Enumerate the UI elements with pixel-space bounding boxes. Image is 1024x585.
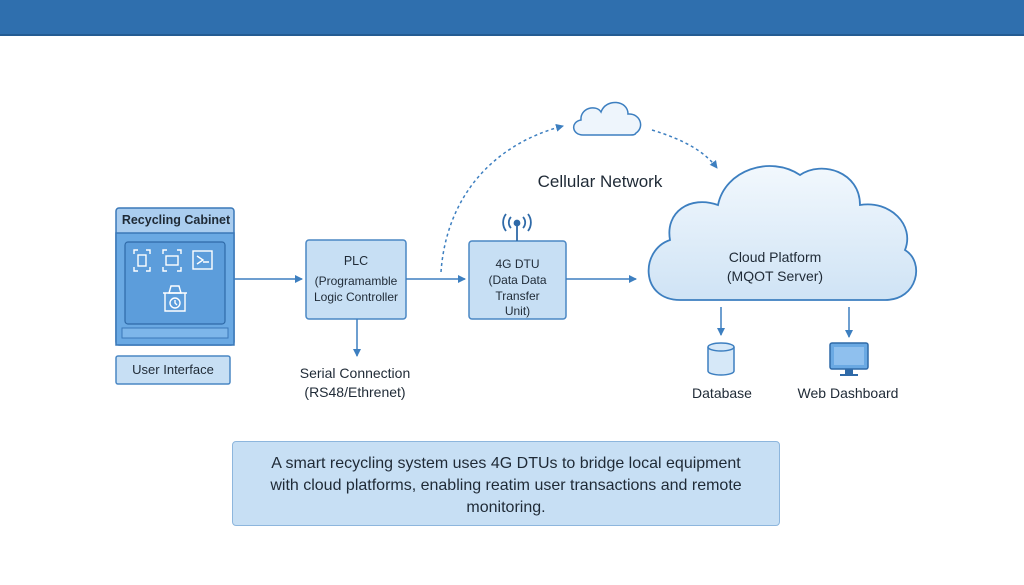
card-reader-icon xyxy=(162,249,182,272)
dashed-arrow-to-cloud xyxy=(651,129,718,169)
caption-box xyxy=(232,441,780,526)
plc-title: PLC xyxy=(343,254,369,268)
qr-scanner-icon xyxy=(133,249,151,272)
dashed-arrow-to-cellular xyxy=(440,123,564,273)
database-label: Database xyxy=(692,385,752,401)
dtu-title: 4G DTU xyxy=(495,257,540,271)
monitor-icon xyxy=(829,342,869,376)
cloud-platform-title: Cloud Platform xyxy=(728,249,822,265)
user-interface-box xyxy=(115,355,231,385)
cellular-network-label: Cellular Network xyxy=(537,172,663,191)
user-interface-label: User Interface xyxy=(132,362,214,377)
cloud-platform-shape xyxy=(647,165,918,301)
cloud-platform-subtitle: (MQOT Server) xyxy=(726,268,824,284)
dtu-subtitle: (Data Data Transfer Unit) xyxy=(488,273,547,319)
cabinet-title: Recycling Cabinet xyxy=(121,213,231,227)
plc-subtitle: (Programamble Logic Controller xyxy=(313,274,399,304)
serial-connection-label: Serial Connection (RS48/Ethrenet) xyxy=(299,365,411,400)
web-dashboard-label: Web Dashboard xyxy=(797,385,899,401)
antenna-icon xyxy=(502,213,532,241)
scale-icon xyxy=(163,285,187,312)
header-bar xyxy=(0,0,1024,36)
screen-icon xyxy=(192,250,213,270)
cloud-icon xyxy=(573,101,642,136)
recycling-cabinet xyxy=(115,207,235,346)
database-icon xyxy=(707,342,735,376)
caption-text: A smart recycling system uses 4G DTUs to… xyxy=(270,455,742,516)
